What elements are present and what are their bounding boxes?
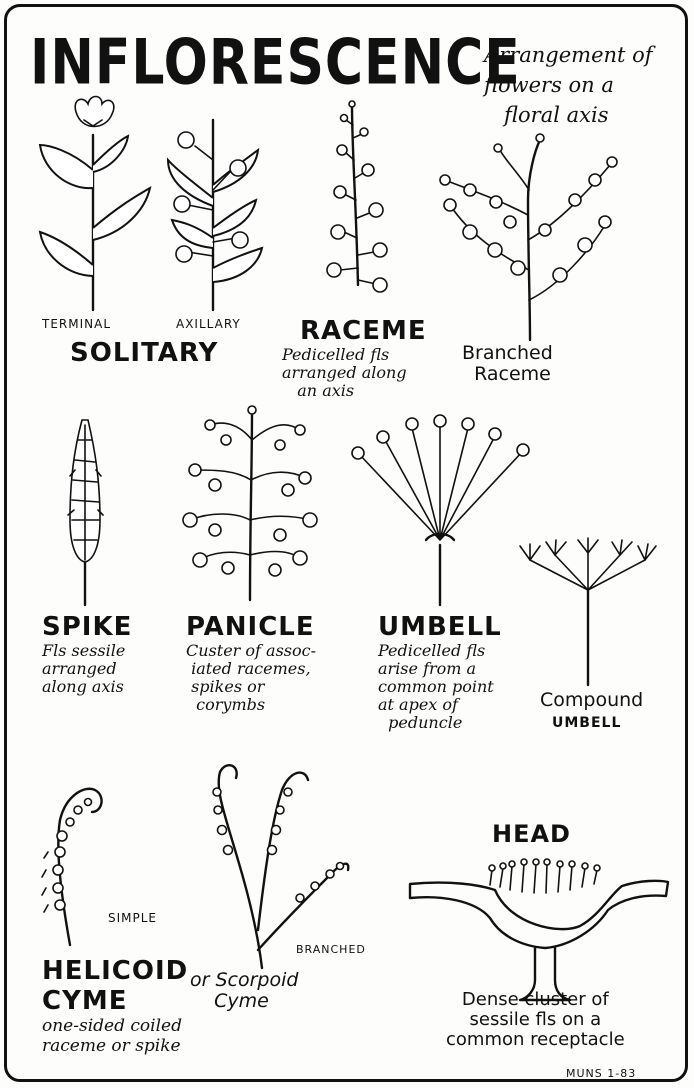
helicoid-simple-label: SIMPLE: [108, 912, 157, 924]
umbell-label: UMBELL: [378, 614, 502, 640]
compound-umbell-drawing: [520, 538, 656, 685]
solitary-label: SOLITARY: [70, 340, 218, 366]
panicle-label: PANICLE: [186, 614, 315, 640]
spike-desc: Fls sessile arranged along axis: [42, 642, 125, 696]
umbell-drawing: [352, 415, 529, 605]
page-title: INFLORESCENCE: [30, 32, 521, 94]
cyme-label: CYME: [42, 988, 128, 1014]
scorpoid-label: or Scorpoid Cyme: [190, 970, 298, 1012]
axillary-label: AXILLARY: [176, 318, 241, 330]
helicoid-branched-drawing: [213, 765, 348, 968]
terminal-label: TERMINAL: [42, 318, 111, 330]
spike-label: SPIKE: [42, 614, 132, 640]
compound-umbell-label: Compound: [540, 690, 643, 711]
spike-drawing: [68, 420, 103, 605]
raceme-desc: Pedicelled fls arranged along an axis: [282, 346, 407, 400]
head-label: HEAD: [492, 822, 571, 846]
helicoid-simple-drawing: [42, 789, 102, 945]
helicoid-label: HELICOID: [42, 958, 188, 984]
head-drawing: [410, 859, 668, 1000]
panicle-drawing: [183, 406, 317, 600]
helicoid-desc: one-sided coiled raceme or spike: [42, 1016, 182, 1056]
branched-raceme-drawing: [440, 134, 617, 340]
branched-raceme-label: Branched Raceme: [462, 343, 553, 385]
panicle-desc: Custer of assoc- iated racemes, spikes o…: [186, 642, 316, 714]
helicoid-branched-label: BRANCHED: [296, 944, 366, 955]
raceme-drawing: [327, 101, 387, 292]
compound-umbell-sublabel: UMBELL: [552, 716, 621, 730]
signature: MUNS 1-83: [566, 1068, 636, 1079]
page-subtitle: Arrangement of flowers on a floral axis: [484, 40, 653, 130]
head-desc: Dense cluster of sessile fls on a common…: [446, 990, 625, 1050]
umbell-desc: Pedicelled fls arise from a common point…: [378, 642, 494, 732]
solitary-terminal-drawing: [40, 97, 150, 311]
solitary-axillary-drawing: [168, 120, 262, 310]
raceme-label: RACEME: [300, 318, 427, 344]
